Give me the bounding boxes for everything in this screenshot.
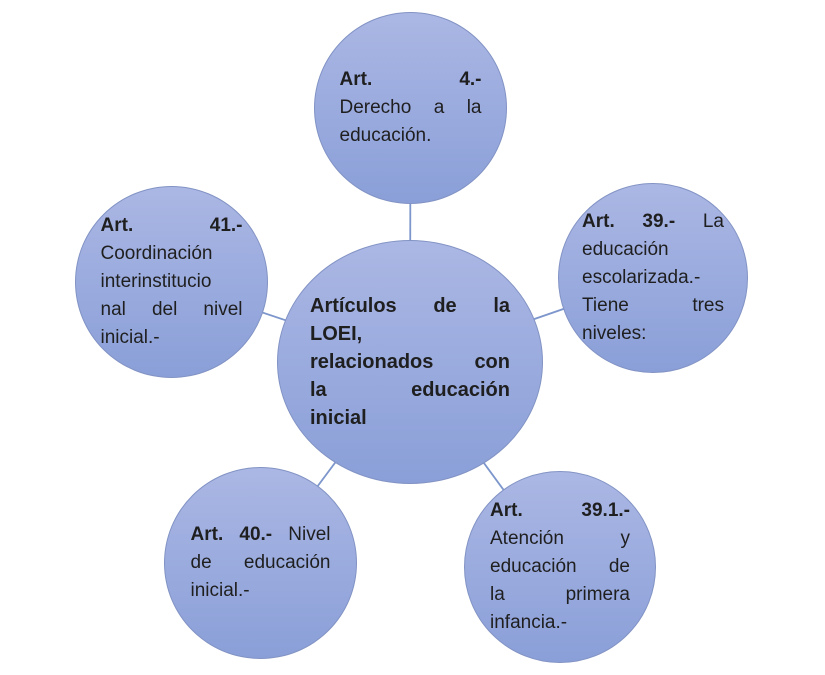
word: de [433,295,457,317]
word: educación. [339,125,432,146]
text-line: Tiene tres [582,292,724,320]
word: 4.- [459,69,482,90]
word: Art. [190,524,224,545]
node-art-41: Art. 41.- Coordinación interinstitucio nal de… [75,186,268,378]
text-line: escolarizada.- [582,264,724,292]
text-line: inicial.- [101,324,243,352]
word: inicial.- [190,580,250,601]
node-art-39-1: Art. 39.1.- Atención y educación de la primera i… [464,471,656,663]
text-line: niveles: [582,320,724,348]
text-line: Atención y [490,525,630,553]
word: Artículos [310,295,397,317]
word: Art. [490,500,523,521]
text-line: interinstitucio [101,268,243,296]
word: infancia.- [490,612,568,633]
text-line: inicial [310,404,510,432]
word: de [608,556,630,577]
word: educación [490,556,577,577]
word: Nivel [288,524,331,545]
text-line: de educación [191,549,331,577]
word: 40.- [239,524,273,545]
word: Art. [100,215,134,236]
word: la [466,97,482,118]
text-line: educación [582,236,724,264]
word: educación [243,552,331,573]
text-line: Artículos de la [310,292,510,320]
text-line: infancia.- [490,609,630,637]
word: tres [692,295,724,316]
node-art-40: Art. 40.- Nivel de educación inicial.- [164,467,357,659]
text-line: Art. 40.- Nivel [191,521,331,549]
word: inicial.- [100,327,160,348]
word: de [190,552,212,573]
text-line: la educación [310,376,510,404]
word: educación [411,379,510,401]
text-line: inicial.- [191,577,331,605]
text-line: LOEI, [310,320,510,348]
word: a [433,97,445,118]
word: La [702,211,724,232]
node-text-art-41: Art. 41.- Coordinación interinstitucio nal de… [101,212,243,352]
word: LOEI, [310,323,363,345]
text-line: nal del nivel [101,296,243,324]
text-line: educación de [490,553,630,581]
word: la [310,379,327,401]
word: 41.- [209,215,243,236]
node-text-art-39-1: Art. 39.1.- Atención y educación de la primera i… [490,497,630,637]
word: Art. [339,69,373,90]
word: escolarizada.- [582,267,701,288]
word: Atención [490,528,564,549]
word: 39.- [642,211,676,232]
word: relacionados [310,351,434,373]
text-line: educación. [340,122,482,150]
word: la [490,584,505,605]
word: nal [100,299,126,320]
text-line: Art. 39.- La [582,208,724,236]
word: inicial [310,407,367,429]
node-text-art-39: Art. 39.- La educación escolarizada.- Tiene tr… [582,208,724,348]
word: interinstitucio [100,271,212,292]
word: Derecho [339,97,412,118]
word: Tiene [582,295,629,316]
text-line: relacionados con [310,348,510,376]
node-art-39: Art. 39.- La educación escolarizada.- Tiene tr… [558,183,748,373]
word: Art. [582,211,615,232]
node-text-art-40: Art. 40.- Nivel de educación inicial.- [191,521,331,605]
text-line: Coordinación [101,240,243,268]
word: 39.1.- [581,500,630,521]
text-line: Art. 41.- [101,212,243,240]
word: educación [582,239,669,260]
word: niveles: [582,323,647,344]
word: nivel [203,299,243,320]
word: y [620,528,631,549]
word: Coordinación [100,243,213,264]
text-line: Art. 4.- [340,66,482,94]
word: con [474,351,510,373]
word: del [151,299,178,320]
text-line: la primera [490,581,630,609]
word: primera [565,584,630,605]
text-line: Art. 39.1.- [490,497,630,525]
word: la [493,295,510,317]
